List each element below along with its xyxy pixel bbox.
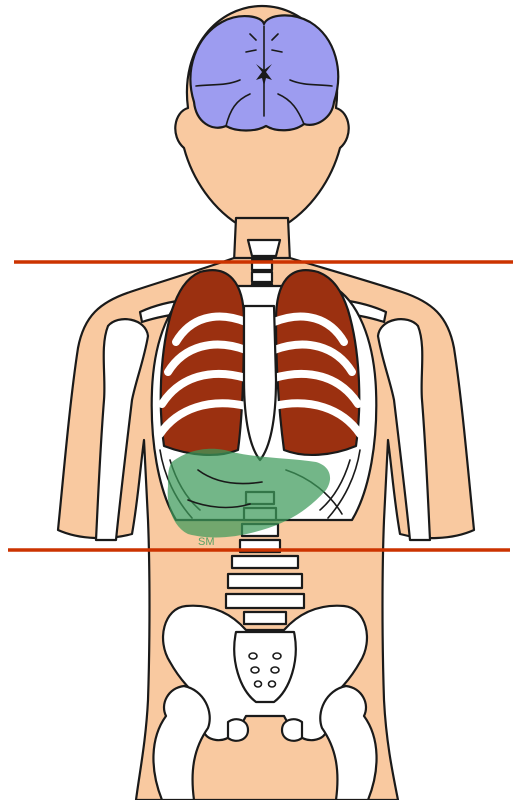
right-obturator bbox=[282, 719, 302, 741]
sternum bbox=[244, 306, 276, 460]
left-obturator bbox=[228, 719, 248, 741]
artist-signature: SM bbox=[198, 536, 215, 548]
brain bbox=[190, 15, 338, 130]
cervical-vertebra bbox=[248, 240, 280, 256]
